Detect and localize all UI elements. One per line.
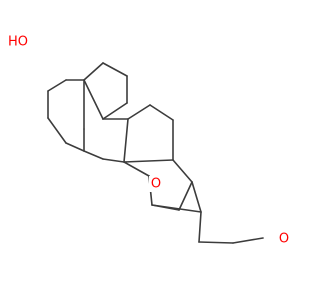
bond-11 bbox=[102, 158, 125, 163]
bond-22 bbox=[123, 161, 150, 177]
bond-3 bbox=[102, 102, 128, 120]
bond-14 bbox=[127, 104, 151, 120]
bond-26 bbox=[178, 181, 193, 211]
bond-24 bbox=[198, 241, 234, 244]
atom-carbonyl-oxygen: O bbox=[277, 231, 291, 247]
bond-lines bbox=[47, 62, 264, 244]
atom-ring-oxygen: O bbox=[149, 176, 163, 192]
bond-12 bbox=[123, 118, 129, 163]
molecule-structure: HO O O bbox=[5, 34, 291, 247]
bond-25 bbox=[232, 237, 264, 244]
bond-9 bbox=[65, 142, 85, 152]
bond-17 bbox=[123, 159, 174, 163]
bond-1 bbox=[102, 62, 128, 77]
ring-oxygen-label: O bbox=[151, 177, 161, 192]
bond-15 bbox=[149, 104, 174, 121]
bond-6 bbox=[47, 79, 67, 92]
bond-23 bbox=[198, 211, 202, 243]
bond-10 bbox=[83, 150, 104, 160]
bond-0 bbox=[83, 62, 104, 81]
bond-27 bbox=[151, 204, 180, 211]
carbonyl-oxygen-label: O bbox=[279, 232, 289, 247]
bond-4 bbox=[83, 79, 104, 120]
atom-hydroxyl: HO bbox=[5, 34, 31, 50]
hydroxyl-label: HO bbox=[8, 35, 28, 50]
bond-8 bbox=[47, 117, 67, 144]
bond-18 bbox=[172, 159, 193, 183]
bond-19 bbox=[191, 181, 202, 213]
